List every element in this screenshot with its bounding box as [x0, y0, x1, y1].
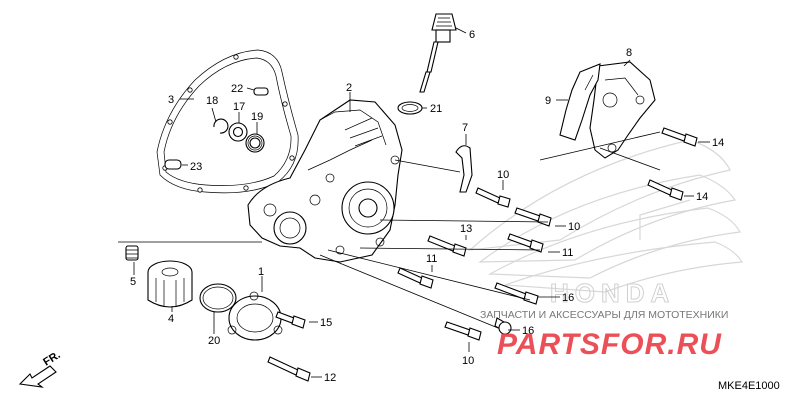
leader-lines: [118, 27, 710, 378]
bolts: [267, 127, 698, 382]
oil-seal: [245, 133, 265, 153]
bolt-13: [427, 235, 467, 257]
washer: [228, 122, 248, 142]
callout-18: 18: [206, 95, 218, 107]
inner-cover: [559, 63, 601, 141]
oil-filler-cap: [419, 13, 457, 93]
callout-10-a: 10: [497, 169, 509, 181]
bolt-10c: [444, 321, 482, 341]
bolt-15: [275, 311, 306, 329]
bolt-12: [267, 356, 311, 382]
bolt-14b: [647, 179, 684, 201]
callout-19: 19: [251, 111, 263, 123]
honda-brand-watermark: HONDA: [550, 278, 675, 309]
front-arrow-icon: [18, 365, 57, 388]
callout-10-b: 10: [568, 221, 580, 233]
callout-7: 7: [462, 122, 468, 134]
callout-6: 6: [469, 29, 475, 41]
callout-13: 13: [460, 223, 472, 235]
honda-brand-text: HONDA: [550, 278, 675, 308]
callout-11-a: 11: [562, 247, 573, 259]
callout-2: 2: [346, 82, 352, 94]
callout-15: 15: [320, 317, 332, 329]
filter-cover-o-ring: [199, 283, 237, 313]
bolt-14a: [661, 127, 698, 147]
callout-22: 22: [231, 83, 243, 95]
callout-23: 23: [190, 161, 202, 173]
callout-14-b: 14: [696, 191, 708, 203]
site-name-text: PARTSFOR.RU: [497, 328, 722, 361]
bolt-16b: [494, 317, 512, 335]
callout-1: 1: [258, 266, 264, 278]
callout-16-a: 16: [562, 292, 574, 304]
bolt-10b: [514, 207, 552, 227]
dowel-pin-upper: [253, 87, 269, 96]
callout-labels: 1 2 3 4 5 6 7 8 9 10 10 10 11 11 12 13 1…: [130, 29, 724, 384]
callout-14-a: 14: [712, 137, 724, 149]
front-label: FR.: [41, 349, 62, 369]
callout-10-c: 10: [462, 355, 474, 367]
callout-8: 8: [626, 47, 632, 59]
filter-spring: [125, 245, 139, 261]
callout-3: 3: [168, 94, 174, 106]
dowel-pin-lower: [164, 159, 182, 170]
tagline-text: ЗАПЧАСТИ И АКСЕССУАРЫ ДЛЯ МОТОТЕХНИКИ: [480, 309, 728, 321]
gasket: [156, 49, 299, 194]
callout-12: 12: [324, 372, 336, 384]
site-watermark: ЗАПЧАСТИ И АКСЕССУАРЫ ДЛЯ МОТОТЕХНИКИ PA…: [480, 309, 728, 361]
left-crankcase-cover: [247, 99, 403, 263]
oil-filter: [147, 260, 193, 308]
callout-11-b: 11: [426, 253, 437, 265]
hose-guide-bracket: [455, 145, 473, 193]
callout-16-b: 16: [522, 325, 534, 337]
bolt-10a: [475, 187, 511, 208]
o-ring: [397, 101, 423, 115]
circlip: [213, 118, 229, 134]
callout-9: 9: [545, 95, 551, 107]
bolt-11a: [507, 233, 544, 253]
callout-17: 17: [233, 101, 245, 113]
diagram-code: MKE4E1000: [718, 380, 780, 392]
bolt-11b: [397, 267, 434, 289]
bolt-16a: [494, 282, 539, 305]
front-direction-indicator: FR.: [18, 349, 63, 388]
callout-20: 20: [208, 335, 220, 347]
honda-wing-watermark: [468, 139, 743, 293]
callout-4: 4: [168, 313, 174, 325]
callout-5: 5: [130, 276, 136, 288]
callout-21: 21: [430, 103, 442, 115]
cover-bracket: [589, 61, 656, 159]
